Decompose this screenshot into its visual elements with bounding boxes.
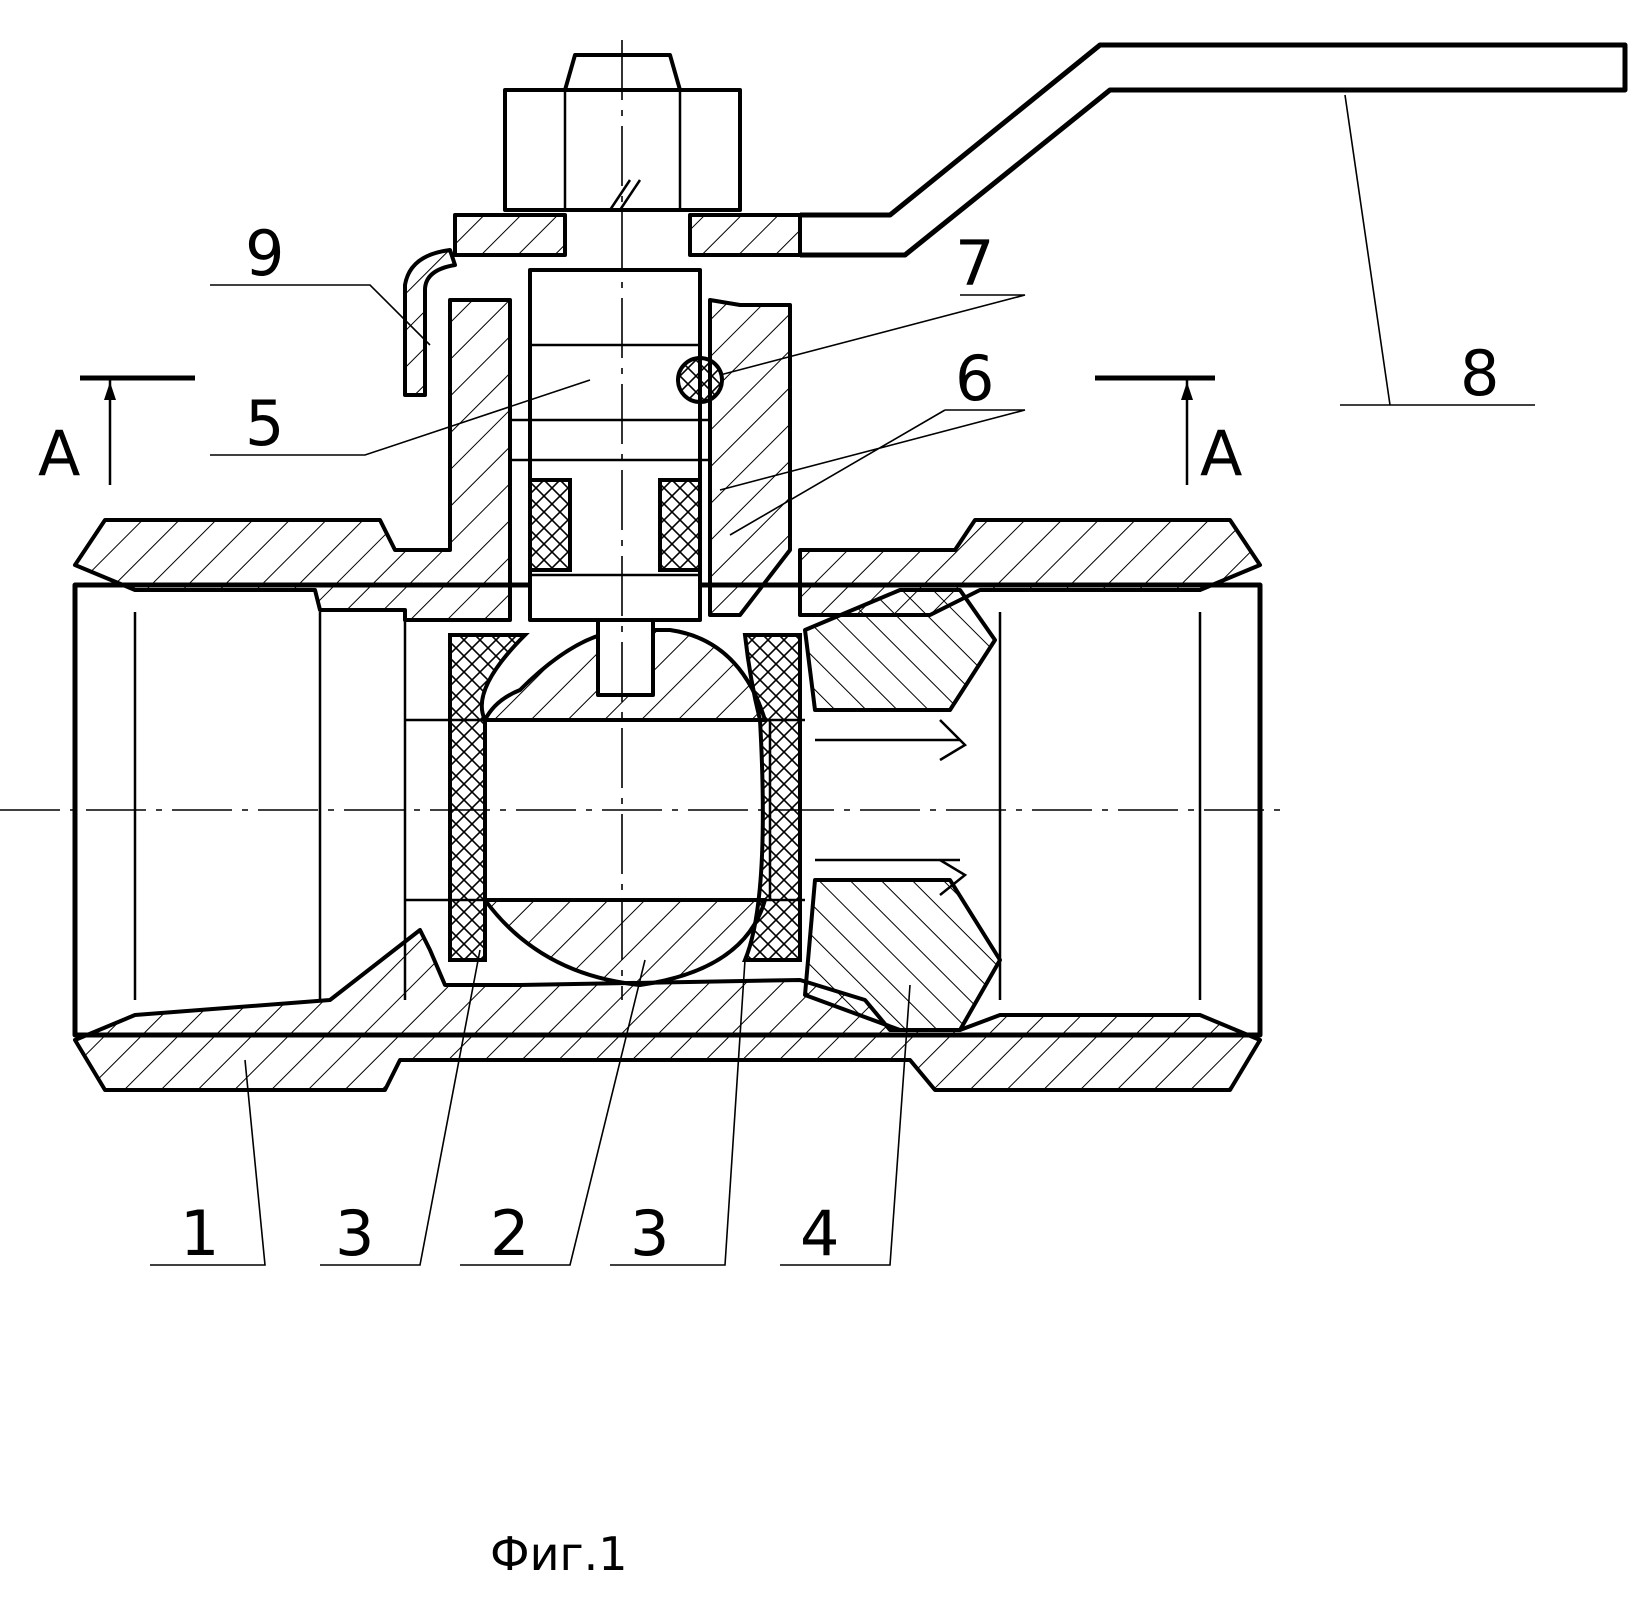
label-seat-right: 3 xyxy=(630,1197,669,1270)
label-body: 1 xyxy=(180,1197,219,1270)
nut xyxy=(503,53,742,212)
section-letter-left: A xyxy=(38,417,80,490)
section-letter-right: A xyxy=(1200,417,1242,490)
stop-plate xyxy=(403,248,457,397)
figure-caption: Фиг.1 xyxy=(490,1527,628,1581)
leader-lines xyxy=(150,94,1535,1266)
section-marker-left: A xyxy=(38,375,195,490)
section-marker-right: A xyxy=(1095,375,1242,490)
label-handle: 8 xyxy=(1460,337,1499,410)
label-stem: 5 xyxy=(245,387,284,460)
label-ball-detent: 7 xyxy=(955,227,994,300)
label-insert: 4 xyxy=(800,1197,839,1270)
label-ball: 2 xyxy=(490,1197,529,1270)
ball xyxy=(483,618,772,987)
label-packing: 6 xyxy=(955,342,994,415)
label-seat-left: 3 xyxy=(335,1197,374,1270)
insert xyxy=(803,588,1002,1032)
handle xyxy=(453,42,1628,258)
label-stop-plate: 9 xyxy=(245,217,284,290)
ball-detent xyxy=(676,356,724,404)
packing xyxy=(528,478,702,572)
